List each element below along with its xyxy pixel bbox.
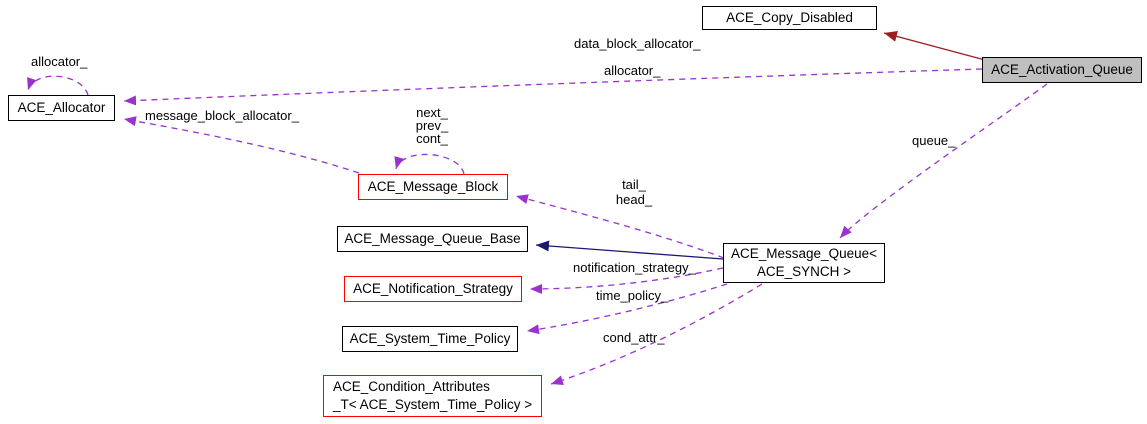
node-ace-activation-queue[interactable]: ACE_Activation_Queue (982, 57, 1142, 83)
edge-label-queue: queue_ (912, 133, 956, 148)
node-ace-notification-strategy[interactable]: ACE_Notification_Strategy (344, 276, 522, 302)
node-ace-copy-disabled[interactable]: ACE_Copy_Disabled (702, 6, 877, 30)
edge-label-allocator-member: allocator_ (604, 63, 661, 78)
node-ace-message-queue[interactable]: ACE_Message_Queue< ACE_SYNCH > (723, 243, 885, 283)
edge-message-queue-inherits-message-queue-base (535, 240, 724, 260)
edge-allocator-self-loop (27, 75, 89, 96)
edge-label-notification-strategy: notification_strategy_ (573, 260, 696, 275)
edge-label-time-policy: time_policy_ (596, 288, 669, 303)
node-ace-message-queue-base[interactable]: ACE_Message_Queue_Base (337, 226, 528, 252)
edge-activation-queue-to-allocator (123, 68, 983, 106)
edge-message-queue-to-system-time-policy (526, 283, 728, 335)
edge-message-queue-to-condition-attributes (550, 283, 763, 386)
edge-label-data-block-allocator: data_block_allocator_ (574, 36, 701, 51)
edge-message-queue-to-message-block (515, 194, 725, 259)
edge-activation-queue-to-message-queue (839, 83, 1048, 239)
node-ace-allocator[interactable]: ACE_Allocator (8, 95, 115, 121)
edge-label-cond-attr: cond_attr_ (603, 330, 665, 345)
edge-label-tail-head: tail_ head_ (615, 177, 653, 207)
edge-message-block-self-loop (394, 153, 465, 175)
edge-label-allocator-self: allocator_ (31, 54, 88, 69)
edge-message-queue-to-notification-strategy (529, 267, 724, 294)
edge-activation-queue-inherits-copy-disabled (883, 31, 986, 61)
edge-label-message-block-allocator: message_block_allocator_ (145, 108, 299, 123)
node-ace-message-block[interactable]: ACE_Message_Block (358, 174, 508, 200)
edge-label-next-prev-cont: next_ prev_ cont_ (415, 105, 449, 146)
edge-message-block-to-allocator (123, 116, 360, 174)
node-ace-condition-attributes-t[interactable]: ACE_Condition_Attributes _T< ACE_System_… (323, 375, 542, 417)
node-ace-system-time-policy[interactable]: ACE_System_Time_Policy (342, 326, 518, 352)
